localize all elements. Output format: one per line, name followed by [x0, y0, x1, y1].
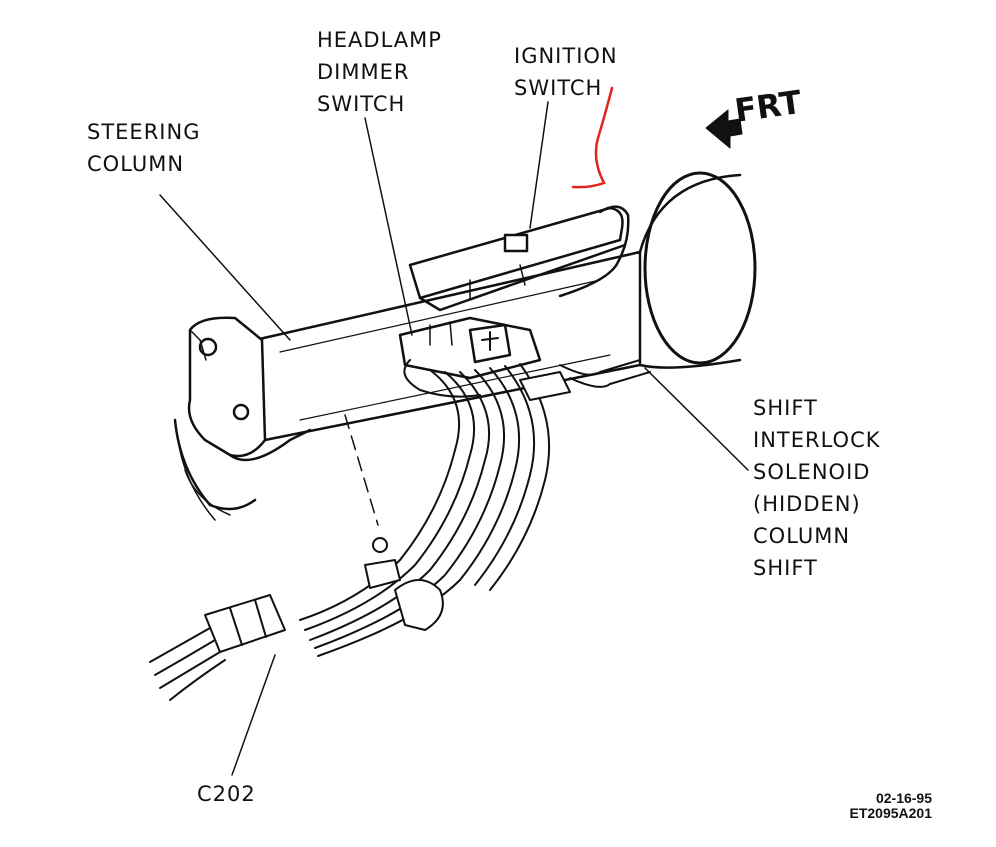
- headlamp-line-2: DIMMER: [317, 60, 410, 84]
- wire-harness: [149, 359, 651, 701]
- steering-line-2: COLUMN: [87, 152, 185, 176]
- arrow-left-icon: [705, 109, 743, 149]
- dimmer-switch-block: [398, 316, 542, 380]
- ignition-line-2: SWITCH: [514, 76, 603, 100]
- shift-line-6: SHIFT: [753, 556, 818, 580]
- figure-date: 02-16-95: [875, 790, 932, 806]
- label-c202: C202: [197, 778, 256, 810]
- figure-id: ET2095A201: [849, 805, 932, 821]
- shift-line-1: SHIFT: [753, 396, 818, 420]
- c202-text: C202: [197, 782, 256, 806]
- figure-code: 02-16-95 ET2095A201: [808, 791, 932, 821]
- shift-line-3: SOLENOID: [753, 460, 871, 484]
- headlamp-leader: [364, 117, 413, 336]
- ignition-switch-housing: [408, 205, 630, 312]
- steering-column-tube: [253, 171, 757, 442]
- label-steering-column: STEERING COLUMN: [87, 116, 200, 180]
- headlamp-line-3: SWITCH: [317, 92, 406, 116]
- shift-leader: [644, 367, 749, 471]
- column-bracket: [173, 316, 312, 521]
- shift-line-2: INTERLOCK: [753, 428, 881, 452]
- steering-leader: [159, 194, 291, 341]
- label-shift-interlock-solenoid: SHIFT INTERLOCK SOLENOID (HIDDEN) COLUMN…: [753, 392, 881, 584]
- shift-line-4: (HIDDEN): [753, 492, 861, 516]
- label-headlamp-dimmer-switch: HEADLAMP DIMMER SWITCH: [317, 24, 442, 120]
- red-annotation-arrow: [571, 86, 614, 189]
- steering-line-1: STEERING: [87, 120, 201, 144]
- leader-lines: [159, 101, 749, 776]
- headlamp-line-1: HEADLAMP: [317, 28, 442, 52]
- shift-line-5: COLUMN: [753, 524, 851, 548]
- ignition-leader: [529, 101, 549, 229]
- label-ignition-switch: IGNITION SWITCH: [514, 40, 618, 104]
- ignition-line-1: IGNITION: [514, 44, 618, 68]
- c202-leader: [231, 654, 276, 776]
